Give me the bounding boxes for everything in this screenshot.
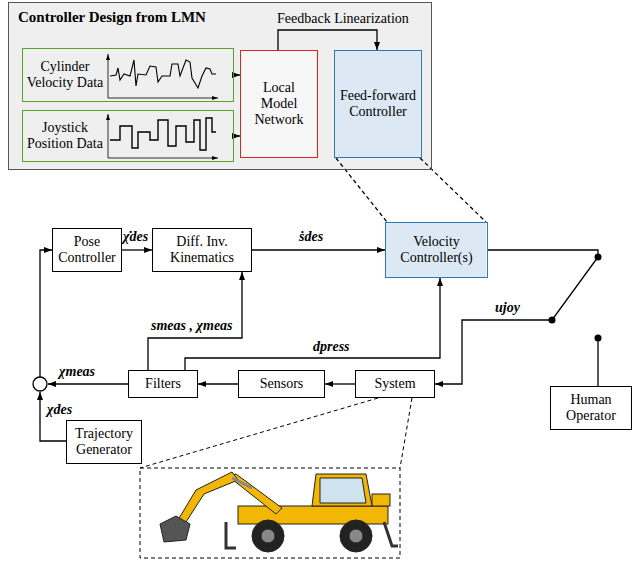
- error-wire: [40, 250, 52, 377]
- edge-label: Feedback Linearization: [276, 11, 410, 26]
- vc-fill: [385, 222, 486, 278]
- process-box: Filters: [128, 370, 198, 398]
- signal-arrow: [435, 250, 598, 384]
- process-box: Pose Controller: [52, 228, 122, 272]
- box-label: Trajectory Generator: [70, 426, 138, 458]
- operator-wire: [597, 338, 598, 386]
- box-label: Pose Controller: [56, 234, 118, 266]
- signal-name: smeas , χmeas: [150, 318, 234, 333]
- process-box: Sensors: [238, 370, 325, 398]
- signal-arrow: [336, 158, 486, 222]
- signal-name: χdes: [46, 402, 73, 417]
- box-label: Cylinder Velocity Data: [23, 59, 107, 91]
- excavator-illustration: [160, 472, 398, 552]
- data-box: Joystick Position Data: [22, 110, 234, 162]
- box-label: Joystick Position Data: [23, 120, 107, 152]
- box-label: Filters: [145, 376, 181, 392]
- box-label: System: [374, 376, 415, 392]
- signal-name: dpress: [312, 339, 351, 354]
- signal-name: χmeas: [58, 364, 96, 379]
- joystick-plot: [108, 114, 218, 158]
- box-label: Velocity Controller(s): [389, 234, 484, 266]
- process-box: Diff. Inv. Kinematics: [152, 228, 252, 272]
- signal-arrow: [198, 383, 238, 384]
- panel-title: Controller Design from LMN: [18, 9, 206, 26]
- box-label: Human Operator: [554, 392, 628, 424]
- signal-arrow: [325, 383, 355, 384]
- feedback-wire: [48, 383, 128, 384]
- summing-junction: [33, 377, 47, 391]
- controller-box: Velocity Controller(s): [385, 222, 488, 278]
- lmn-fill: [240, 50, 316, 158]
- signal-arrow: [122, 249, 152, 250]
- process-box: Trajectory Generator: [66, 420, 142, 464]
- zoom-frame: [140, 398, 412, 558]
- velocity-plot: [108, 54, 218, 98]
- model-box: Local Model Network: [240, 50, 318, 158]
- signal-name: ṡdes: [298, 229, 324, 244]
- data-box: Cylinder Velocity Data: [22, 48, 234, 102]
- ffc-fill: [334, 50, 420, 158]
- signal-name: ujoy: [494, 300, 521, 315]
- process-box: Human Operator: [550, 386, 632, 430]
- box-label: Diff. Inv. Kinematics: [156, 234, 248, 266]
- signal-arrow: [148, 272, 242, 370]
- box-label: Local Model Network: [244, 80, 314, 128]
- box-label: Feed-forward Controller: [338, 88, 418, 120]
- process-box: System: [355, 370, 435, 398]
- signal-arrow: [278, 30, 377, 50]
- design-panel: Controller Design from LMN Cylinder Veloc…: [8, 2, 432, 170]
- panel-ground: [8, 2, 432, 170]
- signal-name: χ̇des: [122, 229, 149, 244]
- box-label: Sensors: [260, 376, 304, 392]
- controller-box: Feed-forward Controller: [334, 50, 422, 158]
- signal-arrow: [252, 249, 385, 250]
